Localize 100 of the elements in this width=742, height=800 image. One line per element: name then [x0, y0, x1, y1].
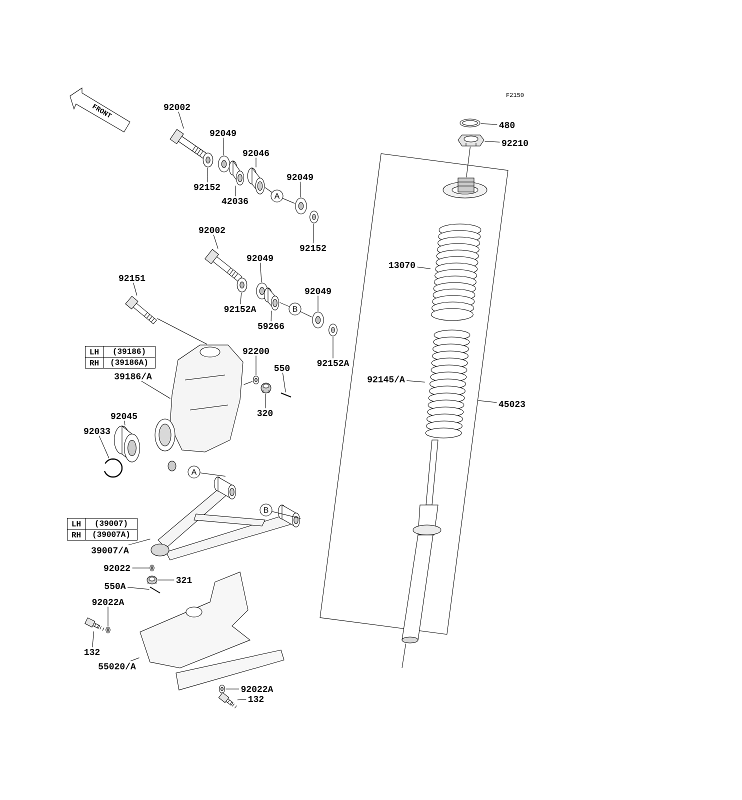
leader-line — [98, 436, 110, 458]
part-number: 55020/A — [98, 662, 136, 670]
cotter-pin — [280, 392, 292, 398]
washer — [218, 156, 230, 172]
shock-mount — [442, 178, 488, 198]
callout-letter: B — [288, 302, 302, 316]
leader-line — [484, 141, 500, 142]
part-number: 550A — [104, 582, 126, 590]
assembly-line — [157, 318, 208, 344]
leader-line — [406, 380, 426, 382]
leader-line — [282, 372, 286, 392]
snap-ring — [460, 118, 480, 128]
part-number: 92152A — [224, 306, 256, 312]
leader-line — [128, 538, 150, 546]
washer — [310, 210, 318, 224]
leader-line — [213, 234, 218, 249]
part-number: 92002 — [199, 226, 225, 234]
table-cell: LH — [85, 346, 104, 358]
part-number: 92152 — [300, 244, 326, 252]
leader-line — [300, 311, 312, 318]
washer — [106, 626, 110, 634]
coil-spring — [425, 330, 470, 438]
leader-line — [130, 658, 140, 662]
part-number: 13070 — [389, 262, 415, 268]
cotter-pin — [150, 586, 160, 594]
leader-line — [200, 472, 226, 476]
callout-letter: A — [270, 190, 284, 202]
leader-line — [282, 198, 295, 204]
shock-absorber — [402, 440, 442, 644]
part-number: 92200 — [243, 348, 269, 354]
part-number: 132 — [84, 648, 100, 656]
washer — [150, 564, 154, 572]
part-number: 320 — [257, 410, 273, 416]
bolt — [84, 618, 104, 631]
leader-line — [480, 123, 498, 125]
part-number: 39007/A — [92, 546, 129, 554]
part-number: 92033 — [84, 428, 110, 434]
part-number: 92045 — [111, 412, 138, 420]
leader-line — [141, 380, 170, 399]
washer — [202, 152, 214, 168]
leader-line — [260, 262, 262, 282]
part-number: 92049 — [210, 130, 236, 136]
a-arm-drawing — [150, 476, 300, 560]
leader-line — [240, 292, 242, 304]
castle-nut — [260, 382, 272, 394]
part-number: 92145/A — [368, 376, 405, 382]
washer — [312, 312, 324, 328]
leader-line — [279, 302, 290, 307]
part-number: 59266 — [258, 322, 284, 330]
part-number: 550 — [274, 364, 290, 372]
part-number: 92002 — [164, 104, 190, 110]
leader-line — [92, 631, 94, 648]
bushing — [264, 288, 280, 310]
part-number: 92210 — [502, 140, 528, 146]
table-cell: (39007) — [85, 518, 138, 530]
table-cell: (39186) — [103, 346, 156, 358]
bolt — [204, 249, 242, 282]
part-number: 321 — [176, 576, 192, 584]
bearing — [114, 426, 140, 462]
leader-line — [417, 266, 431, 270]
part-number: 45023 — [498, 400, 526, 408]
part-number: 92152 — [194, 184, 220, 190]
leader-line — [300, 182, 301, 198]
part-number: 92022A — [241, 686, 274, 692]
leader-line — [478, 400, 497, 403]
bushing — [247, 168, 265, 194]
leader-line — [127, 587, 150, 590]
table-cell: LH — [67, 518, 86, 530]
part-number: 42036 — [222, 198, 248, 204]
leader-line — [264, 187, 272, 193]
leader-line — [225, 688, 240, 690]
assembly-line — [466, 146, 470, 178]
dust-boot — [430, 224, 482, 321]
part-number: 92049 — [247, 254, 273, 262]
table-cell: (39186A) — [103, 357, 156, 368]
leader-line — [206, 168, 208, 182]
skid-plate-drawing — [140, 572, 284, 690]
table-cell: RH — [85, 357, 104, 368]
part-number: 132 — [248, 696, 264, 702]
leader-line — [332, 336, 334, 358]
part-number: 92022 — [104, 564, 130, 572]
circlip — [104, 458, 123, 478]
washer — [236, 278, 248, 292]
nut — [146, 576, 158, 584]
leader-line — [178, 112, 184, 129]
leader-line — [133, 282, 138, 296]
part-number: 92022A — [92, 598, 124, 606]
leader-line — [222, 138, 224, 156]
leader-line — [272, 511, 301, 519]
washer — [328, 324, 338, 336]
part-number: 92049 — [287, 174, 313, 180]
part-number: 480 — [499, 122, 515, 128]
part-number: 92046 — [243, 150, 269, 156]
washer — [295, 198, 307, 214]
part-number: 92151 — [119, 274, 146, 282]
leader-line — [237, 699, 246, 700]
part-number: 92152A — [317, 360, 350, 366]
nut — [252, 376, 260, 384]
leader-line — [235, 186, 236, 196]
leader-line — [270, 310, 272, 322]
